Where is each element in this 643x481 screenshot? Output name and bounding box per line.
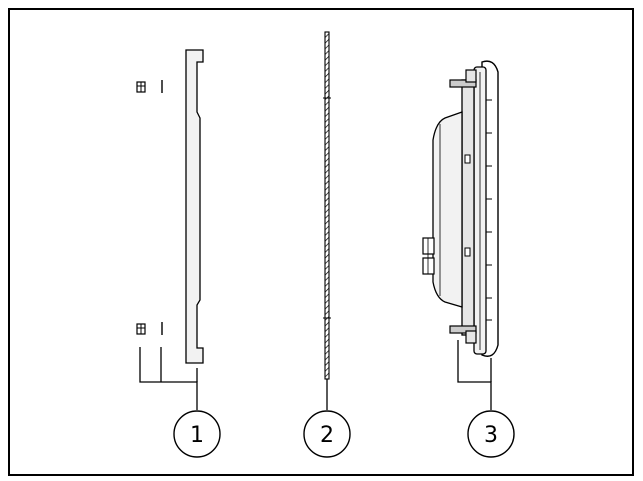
mounting-pin-lower — [449, 325, 477, 344]
figure-frame — [8, 8, 634, 476]
front-button-ridges — [486, 99, 492, 321]
screw-lower — [136, 322, 163, 335]
part-2-gasket — [323, 31, 331, 410]
leader-lines-3 — [457, 340, 492, 410]
callout-3-number: 3 — [484, 423, 498, 448]
callout-3: 3 — [467, 410, 515, 458]
terminal-connector — [422, 237, 435, 275]
callout-1-number: 1 — [190, 423, 204, 448]
callout-2-number: 2 — [320, 423, 334, 448]
rear-electronics-housing — [432, 111, 463, 308]
mounting-plate — [185, 49, 204, 364]
callout-2: 2 — [303, 410, 351, 458]
callout-1: 1 — [173, 410, 221, 458]
leader-lines-1 — [139, 347, 198, 410]
gasket-strip — [324, 31, 330, 380]
screw-upper — [136, 80, 163, 93]
housing-mid-body — [461, 79, 475, 336]
part-3-device-housing — [422, 60, 499, 410]
mounting-pin-upper — [449, 69, 477, 88]
part-1-mounting-plate-assembly — [136, 49, 204, 410]
